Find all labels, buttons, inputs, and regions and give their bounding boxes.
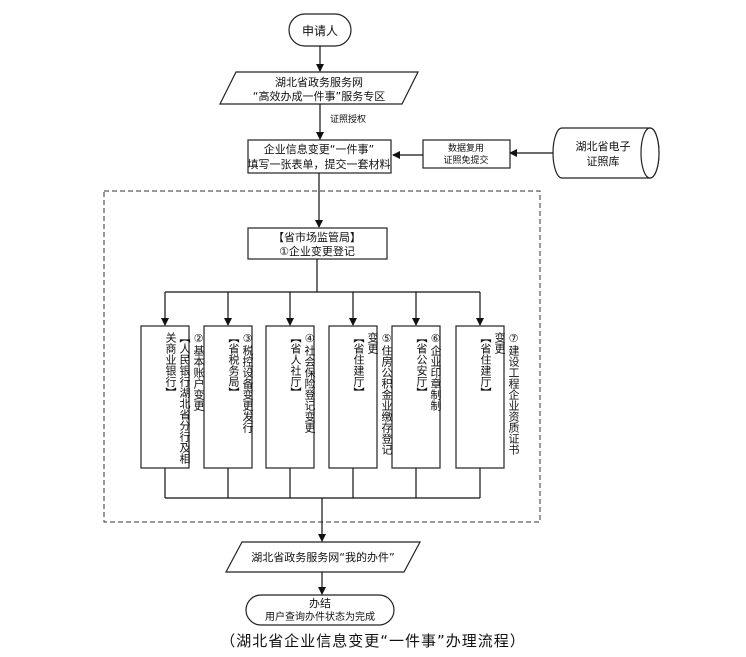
dept-label-3: ④社会保险登记变更【省人社厅】 (274, 332, 344, 464)
dept-org: 【省税务局】 (227, 332, 240, 398)
dept-task: ④社会保险登记变更 (303, 332, 316, 433)
dept-label-2: ③税控设备变更发行【省税务局】 (212, 332, 282, 464)
svg-text:证照免提交: 证照免提交 (443, 154, 488, 166)
dept-org: 【省住建厅】 (352, 332, 365, 398)
dept-box-4 (328, 325, 378, 469)
dept-box-2 (203, 325, 253, 469)
svg-text:填写一张表单，提交一套材料: 填写一张表单，提交一套材料 (248, 157, 391, 171)
finish-node: 办结 用户查询办件状态为完成 (245, 594, 395, 626)
join-lines (164, 468, 481, 499)
svg-text:【省市场监管局】: 【省市场监管局】 (273, 230, 361, 244)
dept-task: ②基本账户变更 (192, 332, 205, 411)
dept-org: 【省人社厅】 (289, 332, 302, 398)
dept-org: 【省公安厅】 (415, 332, 428, 398)
svg-text:数据复用: 数据复用 (448, 142, 484, 154)
fork-arrows (161, 292, 484, 326)
edge-label-authorize: 证照授权 (330, 113, 366, 125)
dept-box-6 (455, 325, 505, 469)
dept-box-1 (140, 325, 190, 469)
dept-task: ⑤住房公积金业缴存登记变更 (366, 332, 393, 455)
svg-text:湖北省政务服务网“我的办件”: 湖北省政务服务网“我的办件” (251, 550, 394, 564)
svg-text:用户查询办件状态为完成: 用户查询办件状态为完成 (265, 610, 375, 623)
figure-caption: （湖北省企业信息变更“一件事”办理流程） (220, 632, 526, 650)
svg-text:湖北省电子: 湖北省电子 (576, 140, 631, 153)
dept-task: ⑥企业印章制制 (429, 332, 442, 411)
svg-text:证照库: 证照库 (587, 155, 620, 168)
dept-label-6: ⑦建设工程企业资质证书变更【省住建厅】 (464, 332, 548, 464)
svg-text:企业信息变更“一件事”: 企业信息变更“一件事” (264, 142, 374, 156)
svg-text:申请人: 申请人 (302, 24, 338, 38)
svg-text:办结: 办结 (309, 597, 331, 610)
svg-text:①企业变更登记: ①企业变更登记 (279, 244, 355, 258)
applicant-node: 申请人 (288, 13, 352, 47)
department-boxes (140, 325, 505, 469)
dept-task: ③税控设备变更发行 (241, 332, 254, 433)
reuse-node: 数据复用 证照免提交 (422, 139, 511, 169)
dept-task: ⑦建设工程企业资质证书变更 (493, 332, 520, 455)
svg-text:“高效办成一件事”服务专区: “高效办成一件事”服务专区 (253, 89, 385, 103)
market-node: 【省市场监管局】 ①企业变更登记 (247, 227, 388, 260)
dept-org: 【人民银行湖北省分行及相关商业银行】 (164, 332, 191, 464)
dept-label-1: ②基本账户变更【人民银行湖北省分行及相关商业银行】 (149, 332, 233, 464)
dept-org: 【省住建厅】 (479, 332, 492, 398)
dept-label-4: ⑤住房公积金业缴存登记变更【省住建厅】 (337, 332, 421, 464)
svg-text:湖北省政务服务网: 湖北省政务服务网 (275, 75, 363, 89)
my-items-node: 湖北省政务服务网“我的办件” (225, 541, 421, 573)
form-node: 企业信息变更“一件事” 填写一张表单，提交一套材料 (247, 139, 392, 174)
dept-label-5: ⑥企业印章制制【省公安厅】 (400, 332, 470, 464)
dept-box-5 (391, 325, 441, 469)
cert-db-node: 湖北省电子 证照库 (552, 127, 660, 179)
portal-node: 湖北省政务服务网 “高效办成一件事”服务专区 (219, 71, 419, 105)
